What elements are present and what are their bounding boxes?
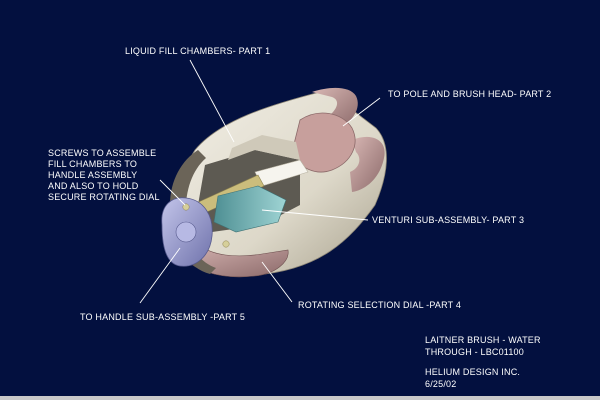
inner-wall <box>228 135 300 160</box>
label-part3: VENTURI SUB-ASSEMBLY- PART 3 <box>372 215 525 225</box>
label-part2: TO POLE AND BRUSH HEAD- PART 2 <box>388 89 552 99</box>
leader-screws <box>159 179 186 206</box>
venturi-body <box>213 185 287 233</box>
title-line2: THROUGH - LBC01100 <box>425 347 524 357</box>
brush-head-socket-rim <box>312 87 358 128</box>
label-part4: ROTATING SELECTION DIAL -PART 4 <box>298 300 462 310</box>
drawing-date: 6/25/02 <box>425 379 457 389</box>
screw-top <box>182 203 190 211</box>
leader-part5 <box>139 247 181 304</box>
label-part1: LIQUID FILL CHAMBERS- PART 1 <box>125 46 271 56</box>
screw-bottom <box>222 240 230 248</box>
leader-part4 <box>261 261 293 303</box>
leader-part2 <box>342 97 381 127</box>
title-line1: LAITNER BRUSH - WATER <box>425 335 541 345</box>
label-screws: SCREWS TO ASSEMBLE FILL CHAMBERS TO HAND… <box>48 148 160 202</box>
label-part5: TO HANDLE SUB-ASSEMBLY -PART 5 <box>80 312 246 322</box>
brush-head-socket-lower <box>350 136 385 192</box>
hub-center <box>175 221 197 243</box>
bottom-border <box>0 396 600 400</box>
company-name: HELIUM DESIGN INC. <box>425 367 521 377</box>
leader-part1 <box>189 59 235 143</box>
leader-part3 <box>261 209 369 221</box>
